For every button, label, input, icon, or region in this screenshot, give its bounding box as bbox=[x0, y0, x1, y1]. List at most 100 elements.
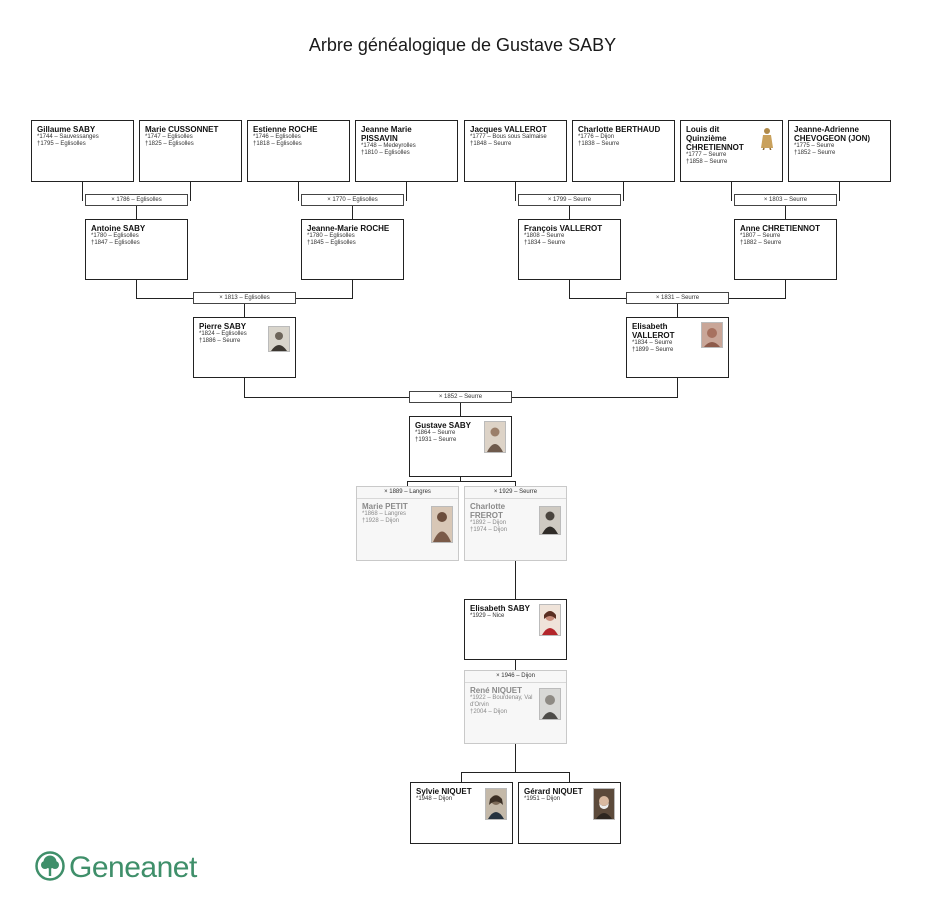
marriage-label: × 1852 – Seurre bbox=[409, 391, 512, 403]
person-card-gerard-niquet[interactable]: Gérard NIQUET *1951 – Dijon bbox=[518, 782, 621, 844]
marriage-label: × 1889 – Langres bbox=[357, 487, 458, 499]
person-name: Jeanne Marie PISSAVIN bbox=[361, 125, 412, 143]
person-card-charlotte-frerot[interactable]: × 1929 – Seurre Charlotte FREROT *1892 –… bbox=[464, 486, 567, 561]
marriage-label: × 1803 – Seurre bbox=[734, 194, 837, 206]
person-death: †1848 – Seurre bbox=[470, 141, 512, 147]
person-birth: *1748 – Medeyrolles bbox=[361, 143, 416, 149]
person-name: Jeanne-Marie ROCHE bbox=[307, 224, 390, 233]
marriage-label: × 1799 – Seurre bbox=[518, 194, 621, 206]
person-birth: *1807 – Seurre bbox=[740, 233, 781, 239]
person-card-jeanne-marie-pissavin[interactable]: Jeanne Marie PISSAVIN *1748 – Medeyrolle… bbox=[355, 120, 458, 182]
person-birth: *1780 – Eglisolles bbox=[307, 233, 355, 239]
person-birth: *1746 – Eglisolles bbox=[253, 134, 301, 140]
person-birth: *1776 – Dijon bbox=[578, 134, 615, 140]
person-birth: *1922 – Bourdenay, Val d'Orvin bbox=[470, 695, 533, 708]
person-name: Charlotte BERTHAUD bbox=[578, 125, 661, 134]
person-card-antoine-saby[interactable]: Antoine SABY *1780 – Eglisolles †1847 – … bbox=[85, 219, 188, 280]
person-death: †1858 – Seurre bbox=[686, 159, 728, 165]
portrait-figure-icon bbox=[757, 126, 777, 150]
person-birth: *1777 – Bous sous Salmaise bbox=[470, 134, 547, 140]
person-death: †2004 – Dijon bbox=[470, 709, 508, 715]
portrait-photo-icon bbox=[539, 688, 561, 720]
portrait-photo-icon bbox=[539, 506, 561, 535]
person-name: Antoine SABY bbox=[91, 224, 146, 233]
person-name: Pierre SABY bbox=[199, 322, 247, 331]
portrait-photo-icon bbox=[484, 421, 506, 453]
person-card-gustave-saby[interactable]: Gustave SABY *1864 – Seurre †1931 – Seur… bbox=[409, 416, 512, 477]
person-birth: *1808 – Seurre bbox=[524, 233, 565, 239]
portrait-photo-icon bbox=[431, 506, 453, 543]
marriage-label: × 1929 – Seurre bbox=[465, 487, 566, 499]
person-birth: *1744 – Sauvessanges bbox=[37, 134, 99, 140]
person-card-jeanne-marie-roche[interactable]: Jeanne-Marie ROCHE *1780 – Eglisolles †1… bbox=[301, 219, 404, 280]
person-name: Marie CUSSONNET bbox=[145, 125, 219, 134]
marriage-label: × 1946 – Dijon bbox=[465, 671, 566, 683]
person-birth: *1951 – Dijon bbox=[524, 796, 561, 802]
person-birth: *1864 – Seurre bbox=[415, 430, 456, 436]
person-death: †1838 – Seurre bbox=[578, 141, 620, 147]
portrait-photo-icon bbox=[485, 788, 507, 820]
portrait-photo-icon bbox=[268, 326, 290, 352]
marriage-label: × 1786 – Eglisolles bbox=[85, 194, 188, 206]
person-name: Gérard NIQUET bbox=[524, 787, 583, 796]
person-name: Marie PETIT bbox=[362, 502, 408, 511]
person-death: †1845 – Eglisolles bbox=[307, 240, 356, 246]
person-name: René NIQUET bbox=[470, 686, 523, 695]
person-card-jeanne-adrienne-chevogeon[interactable]: Jeanne-Adrienne CHEVOGEON (JON) *1775 – … bbox=[788, 120, 891, 182]
person-card-charlotte-berthaud[interactable]: Charlotte BERTHAUD *1776 – Dijon †1838 –… bbox=[572, 120, 675, 182]
person-card-jacques-vallerot[interactable]: Jacques VALLEROT *1777 – Bous sous Salma… bbox=[464, 120, 567, 182]
person-death: †1847 – Eglisolles bbox=[91, 240, 140, 246]
person-death: †1882 – Seurre bbox=[740, 240, 782, 246]
person-birth: *1775 – Seurre bbox=[794, 143, 835, 149]
person-card-elisabeth-vallerot[interactable]: Elisabeth VALLEROT *1834 – Seurre †1899 … bbox=[626, 317, 729, 378]
marriage-label: × 1831 – Seurre bbox=[626, 292, 729, 304]
person-card-sylvie-niquet[interactable]: Sylvie NIQUET *1948 – Dijon bbox=[410, 782, 513, 844]
person-name: Elisabeth VALLEROT bbox=[632, 322, 675, 340]
geneanet-logo: Geneanet bbox=[35, 850, 197, 886]
person-death: †1834 – Seurre bbox=[524, 240, 566, 246]
person-card-francois-vallerot[interactable]: François VALLEROT *1808 – Seurre †1834 –… bbox=[518, 219, 621, 280]
person-birth: *1834 – Seurre bbox=[632, 340, 673, 346]
portrait-photo-icon bbox=[593, 788, 615, 820]
person-card-louis-chretiennot[interactable]: Louis dit Quinzième CHRETIENNOT *1777 – … bbox=[680, 120, 783, 182]
person-name: Gillaume SABY bbox=[37, 125, 96, 134]
person-card-elisabeth-saby[interactable]: Elisabeth SABY *1929 – Nice bbox=[464, 599, 567, 660]
person-card-rene-niquet[interactable]: × 1946 – Dijon René NIQUET *1922 – Bourd… bbox=[464, 670, 567, 744]
marriage-label: × 1813 – Eglisolles bbox=[193, 292, 296, 304]
page-title: Arbre généalogique de Gustave SABY bbox=[308, 35, 617, 55]
person-name: Gustave SABY bbox=[415, 421, 472, 430]
person-name: François VALLEROT bbox=[524, 224, 603, 233]
person-birth: *1892 – Dijon bbox=[470, 520, 507, 526]
person-card-gillaume-saby[interactable]: Gillaume SABY *1744 – Sauvessanges †1795… bbox=[31, 120, 134, 182]
person-birth: *1929 – Nice bbox=[470, 613, 505, 619]
person-card-anne-chretiennot[interactable]: Anne CHRETIENNOT *1807 – Seurre †1882 – … bbox=[734, 219, 837, 280]
person-death: †1931 – Seurre bbox=[415, 437, 457, 443]
person-name: Louis dit Quinzième CHRETIENNOT bbox=[686, 125, 744, 152]
person-death: †1825 – Eglisolles bbox=[145, 141, 194, 147]
person-birth: *1868 – Langres bbox=[362, 511, 407, 517]
person-birth: *1777 – Seurre bbox=[686, 152, 727, 158]
person-death: †1899 – Seurre bbox=[632, 347, 674, 353]
person-name: Charlotte FREROT bbox=[470, 502, 506, 520]
person-birth: *1747 – Eglisolles bbox=[145, 134, 193, 140]
person-card-pierre-saby[interactable]: Pierre SABY *1824 – Eglisolles †1886 – S… bbox=[193, 317, 296, 378]
person-birth: *1780 – Eglisolles bbox=[91, 233, 139, 239]
person-death: †1886 – Seurre bbox=[199, 338, 241, 344]
person-death: †1818 – Eglisolles bbox=[253, 141, 302, 147]
person-name: Jacques VALLEROT bbox=[470, 125, 547, 134]
person-death: †1852 – Seurre bbox=[794, 150, 836, 156]
person-death: †1928 – Dijon bbox=[362, 518, 400, 524]
person-card-estienne-roche[interactable]: Estienne ROCHE *1746 – Eglisolles †1818 … bbox=[247, 120, 350, 182]
logo-text: Geneanet bbox=[69, 851, 197, 884]
person-card-marie-petit[interactable]: × 1889 – Langres Marie PETIT *1868 – Lan… bbox=[356, 486, 459, 561]
portrait-photo-icon bbox=[701, 322, 723, 348]
tree-icon bbox=[35, 850, 65, 886]
person-name: Elisabeth SABY bbox=[470, 604, 531, 613]
person-death: †1810 – Eglisolles bbox=[361, 150, 410, 156]
marriage-label: × 1770 – Eglisolles bbox=[301, 194, 404, 206]
person-card-marie-cussonnet[interactable]: Marie CUSSONNET *1747 – Eglisolles †1825… bbox=[139, 120, 242, 182]
person-name: Anne CHRETIENNOT bbox=[740, 224, 820, 233]
person-name: Sylvie NIQUET bbox=[416, 787, 472, 796]
person-death: †1795 – Eglisolles bbox=[37, 141, 86, 147]
person-birth: *1824 – Eglisolles bbox=[199, 331, 247, 337]
